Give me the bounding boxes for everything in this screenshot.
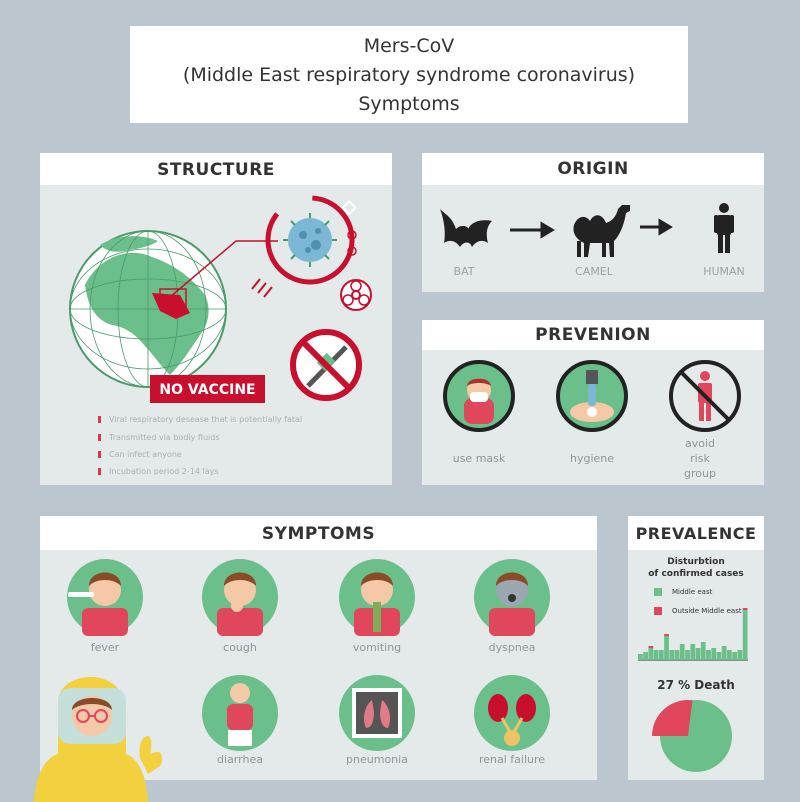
symptom-label-vomiting: vomiting: [352, 641, 402, 654]
bar-middle-east: [690, 644, 696, 660]
symptoms-icons: [67, 559, 550, 751]
origin-panel: ORIGIN BAT CAMEL HUMAN: [422, 153, 764, 292]
symptoms-panel: SYMPTOMS: [40, 516, 597, 780]
hazmat-person-illustration: [34, 676, 163, 802]
bar-outside-middle-east: [648, 646, 654, 648]
diarrhea-icon: [202, 675, 278, 751]
legend-swatch-green: [654, 588, 662, 596]
prevention-icons: [443, 360, 741, 432]
virus-icon: [251, 195, 357, 298]
legend-item-middle-east: Middle east: [654, 588, 712, 596]
bar-middle-east: [658, 650, 664, 660]
globe-virus-illustration: [69, 195, 372, 403]
bar-middle-east: [711, 648, 717, 660]
origin-label-bat: BAT: [453, 265, 475, 278]
symptom-label-pneumonia: pneumonia: [346, 753, 408, 766]
structure-bullet-2: Transmitted via bodly fluids: [98, 433, 220, 442]
prevalence-heading: PREVALENCE: [628, 516, 764, 550]
prevention-heading: PREVENION: [422, 320, 764, 350]
bar-middle-east: [685, 650, 690, 660]
death-label: 27 % Death: [657, 678, 735, 692]
distribution-bar-chart: [638, 608, 748, 661]
bar-middle-east: [679, 644, 685, 660]
bar-middle-east: [643, 652, 648, 660]
origin-heading: ORIGIN: [422, 153, 764, 185]
cough-icon: [202, 559, 278, 636]
human-icon: [714, 203, 734, 253]
title-line-2: (Middle East respiratory syndrome corona…: [182, 64, 636, 86]
prevention-panel: PREVENION use mask hygiene avoid risk gr…: [422, 320, 764, 485]
title-line-1: Mers-CoV: [363, 35, 455, 57]
bar-middle-east: [664, 636, 669, 660]
vomiting-icon: [339, 559, 415, 636]
death-pie-chart: [652, 700, 732, 772]
bar-middle-east: [653, 650, 659, 660]
no-vaccine-label: NO VACCINE: [159, 382, 256, 398]
globe-icon: [69, 230, 227, 388]
arrow-icon: [640, 218, 673, 236]
title-line-3: Symptoms: [358, 93, 460, 115]
legend-item-outside: Outside Middle east: [654, 607, 742, 615]
bar-middle-east: [669, 650, 675, 660]
bar-middle-east: [638, 654, 643, 660]
symptoms-heading: SYMPTOMS: [40, 516, 597, 550]
structure-bullet-3: Can infect anyone: [98, 450, 182, 459]
bar-middle-east: [674, 650, 680, 660]
prevalence-panel: PREVALENCE Disturbtion of confirmed case…: [628, 516, 764, 780]
structure-bullet-4: Incubation period 2-14 lays: [98, 467, 219, 476]
chart-title-line-2: of confirmed cases: [648, 569, 744, 579]
legend-swatch-red: [654, 607, 662, 615]
bar-middle-east: [648, 648, 654, 660]
bar-middle-east: [732, 652, 738, 660]
bar-middle-east: [737, 650, 743, 660]
symptom-label-fever: fever: [90, 641, 120, 654]
title-box: Mers-CoV (Middle East respiratory syndro…: [130, 26, 688, 123]
bar-outside-middle-east: [664, 634, 669, 636]
avoid-risk-group-icon: [669, 360, 741, 432]
structure-heading: STRUCTURE: [40, 153, 392, 185]
bat-icon: [440, 209, 492, 247]
renal-failure-icon: [474, 675, 550, 751]
arrow-icon: [510, 221, 555, 239]
mask-icon: [443, 360, 515, 432]
prevention-label-mask: use mask: [452, 452, 506, 465]
pneumonia-icon: [339, 675, 415, 751]
origin-illustration: [440, 203, 734, 257]
hygiene-icon: [556, 360, 628, 432]
symptom-label-cough: cough: [223, 641, 257, 654]
bar-middle-east: [721, 646, 727, 660]
bar-middle-east: [727, 650, 732, 660]
camel-icon: [573, 205, 630, 257]
origin-label-camel: CAMEL: [575, 265, 613, 278]
no-syringe-icon: [290, 329, 362, 401]
bar-middle-east: [695, 648, 701, 660]
dyspnea-icon: [474, 559, 550, 636]
pie-slice-death: [652, 700, 693, 736]
prevention-label-avoid: avoid risk group: [684, 437, 716, 480]
symptom-label-diarrhea: diarrhea: [217, 753, 263, 766]
bar-middle-east: [700, 642, 706, 660]
biohazard-icon: [340, 279, 372, 311]
origin-label-human: HUMAN: [703, 265, 745, 278]
fever-icon: [67, 559, 143, 636]
chart-title-line-1: Disturbtion: [667, 557, 725, 567]
structure-bullet-1: Viral respiratory desease that is potent…: [98, 415, 302, 424]
prevention-label-hygiene: hygiene: [569, 452, 615, 465]
structure-panel: STRUCTURE: [40, 153, 392, 485]
symptom-label-renal-failure: renal failure: [478, 753, 546, 766]
bar-middle-east: [706, 650, 711, 660]
bar-middle-east: [742, 610, 748, 660]
bar-middle-east: [716, 652, 722, 660]
symptom-label-dyspnea: dyspnea: [488, 641, 536, 654]
bar-outside-middle-east: [742, 608, 748, 610]
